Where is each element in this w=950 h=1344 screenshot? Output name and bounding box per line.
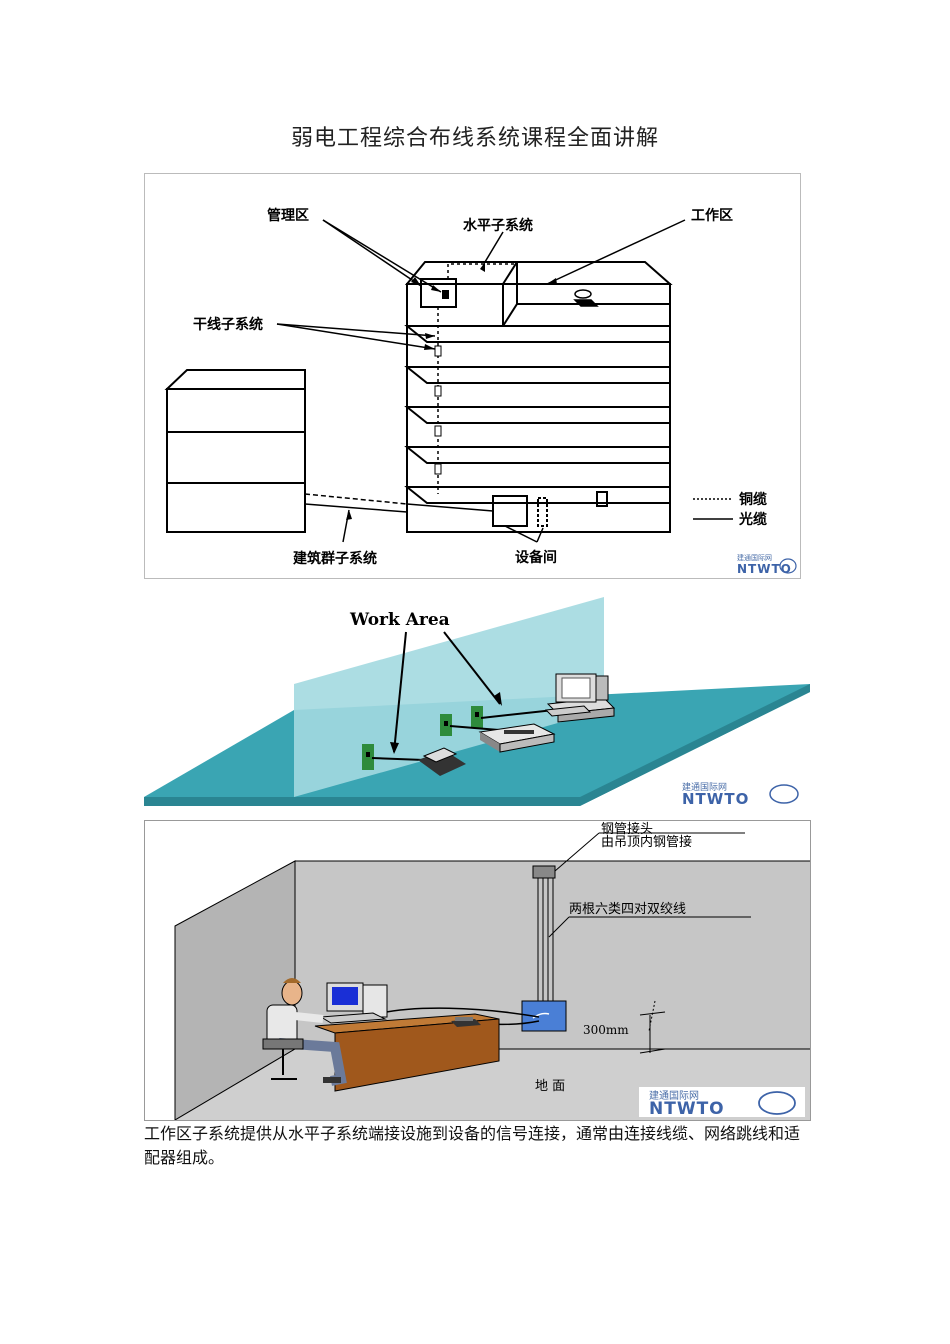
svg-text:建通国际网: 建通国际网 [737, 553, 772, 562]
printer-icon [478, 723, 556, 753]
person-icon [262, 978, 347, 1086]
backbone-riser [304, 263, 595, 513]
wall-outlets [362, 706, 483, 770]
label-work-area: 工作区 [691, 207, 733, 224]
label-campus: 建筑群子系统 [293, 550, 377, 567]
document-title: 弱电工程综合布线系统课程全面讲解 [290, 126, 659, 151]
legend [693, 498, 733, 520]
conduit [532, 865, 556, 1001]
leader-lines [548, 832, 751, 938]
label-management: 管理区 [267, 207, 309, 224]
work-area-illustration: Work Area 建通国际网 NTWTO [144, 592, 810, 810]
work-area-arrows [393, 631, 501, 753]
svg-text:NTWTO: NTWTO [682, 790, 749, 808]
desk [314, 1013, 500, 1092]
main-building [404, 261, 673, 533]
campus-building [164, 369, 306, 533]
label-equipment-room: 设备间 [515, 549, 557, 566]
svg-text:建通国际网: 建通国际网 [649, 1089, 699, 1102]
computer-icon [319, 982, 388, 1024]
phone-icon [451, 1017, 481, 1027]
label-work-area: Work Area [349, 610, 450, 630]
ntwto-logo: 建通国际网 NTWTO [639, 1087, 805, 1119]
label-backbone: 干线子系统 [193, 316, 263, 333]
description-paragraph: 工作区子系统提供从水平子系统端接设施到设备的信号连接，通常由连接线缆、网络跳线和… [144, 1124, 801, 1167]
cabling-system-diagram: 管理区 水平子系统 工作区 干线子系统 建筑群子系统 设备间 铜缆 光缆 建通国… [144, 173, 801, 579]
svg-text:建通国际网: 建通国际网 [682, 781, 727, 793]
workstation-installation-diagram: 钢管接头 由吊顶内钢管接 两根六类四对双绞线 300mm 地 面 建通国际网 N… [144, 820, 811, 1121]
ntwto-logo: 建通国际网 NTWTO [737, 553, 797, 576]
phone-icon [418, 747, 466, 776]
label-floor: 地 面 [535, 1079, 565, 1094]
ntwto-logo: 建通国际网 NTWTO [682, 781, 799, 808]
legend-fiber: 光缆 [738, 511, 767, 528]
label-height: 300mm [583, 1023, 629, 1037]
computer-icon [544, 673, 616, 723]
height-dimension [639, 1000, 666, 1054]
label-steel-pipe-joint: 钢管接头 [601, 821, 653, 837]
legend-copper: 铜缆 [739, 491, 767, 508]
label-horizontal: 水平子系统 [463, 217, 533, 234]
label-cables: 两根六类四对双绞线 [569, 901, 686, 917]
label-from-ceiling: 由吊顶内钢管接 [601, 834, 692, 850]
svg-text:NTWTO: NTWTO [649, 1099, 725, 1119]
patch-cables [371, 709, 555, 761]
arrow-heads [346, 262, 557, 520]
annotation-arrows [276, 219, 686, 543]
phone-icon [573, 289, 599, 307]
svg-text:NTWTO: NTWTO [737, 562, 792, 576]
